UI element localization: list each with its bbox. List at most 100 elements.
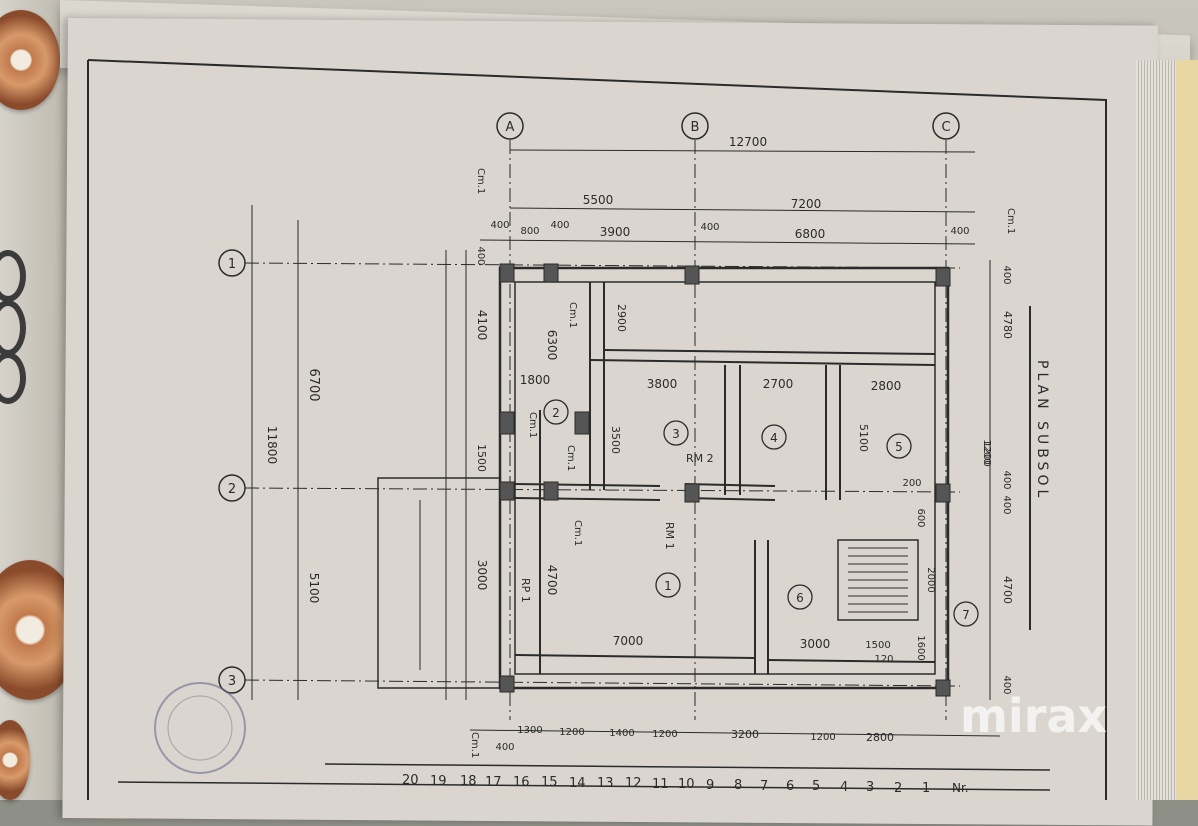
- dim-label: 2000: [925, 567, 936, 592]
- room-marker-3: [663, 420, 689, 446]
- interior-wall: [589, 359, 936, 366]
- dim-label: 800: [520, 226, 539, 237]
- table-border: [117, 781, 1051, 791]
- dim-label: 4700: [545, 565, 559, 596]
- pillar: [935, 483, 951, 503]
- dim-label: 3900: [600, 225, 631, 239]
- table-cell: 13: [597, 776, 614, 791]
- interior-wall: [514, 483, 661, 487]
- interior-wall: [514, 654, 756, 659]
- room-number: 5: [895, 440, 903, 454]
- axis-line-3: [244, 679, 961, 687]
- section-mark: Cm.1: [567, 302, 578, 328]
- decorative-ring: [0, 250, 26, 302]
- axis-marker-2: [218, 474, 246, 502]
- interior-wall: [684, 483, 776, 487]
- table-cell: 12: [625, 776, 642, 791]
- section-mark: Cm.1: [572, 520, 583, 546]
- table-cell: 20: [402, 773, 419, 788]
- table-header: Nr.: [952, 781, 969, 795]
- room-marker-4: [761, 424, 787, 450]
- axis-label-c: C: [941, 120, 950, 135]
- dim-label: 1600: [915, 635, 926, 660]
- dim-label: 400: [950, 226, 969, 237]
- table-cell: 1: [922, 781, 930, 796]
- axis-line-2: [244, 487, 961, 493]
- axis-marker-c: [932, 112, 960, 140]
- dim-label: 2700: [763, 377, 794, 391]
- axis-label-1: 1: [228, 257, 236, 272]
- table-cell: 16: [513, 775, 530, 790]
- room-number: 3: [672, 427, 680, 441]
- axis-label-3: 3: [228, 674, 236, 689]
- room-number: 6: [796, 591, 804, 605]
- label-rp1: RP 1: [519, 578, 532, 603]
- dim-label: 400: [1001, 495, 1012, 514]
- dim-label: 2900: [615, 304, 628, 332]
- pillar: [684, 265, 700, 285]
- section-mark: Cm.1: [527, 412, 538, 438]
- dim-label: 6700: [306, 368, 321, 401]
- decorative-ornament: [0, 10, 60, 110]
- dim-label: 5500: [583, 193, 614, 207]
- section-mark: Cm.1: [1005, 208, 1016, 234]
- dim-label: 400: [550, 220, 569, 231]
- stamp-seal-inner: [167, 695, 233, 761]
- interior-wall: [767, 659, 936, 663]
- page-edges: [1136, 60, 1176, 800]
- dim-label: 400: [700, 222, 719, 233]
- dim-label: 400: [495, 742, 514, 753]
- watermark: mirax: [960, 689, 1107, 743]
- dim-label: 3500: [609, 426, 622, 454]
- table-cell: 4: [840, 780, 848, 795]
- pillar: [499, 411, 515, 435]
- dim-label: 12700: [729, 135, 767, 149]
- dim-label: 1200: [981, 441, 992, 466]
- dim-label: 3200: [731, 728, 759, 741]
- dim-label: 2800: [871, 379, 902, 393]
- table-cell: 17: [485, 775, 502, 790]
- pillar: [935, 267, 951, 287]
- interior-wall: [514, 497, 661, 501]
- dim-label: 1500: [865, 640, 890, 651]
- table-cell: 18: [460, 774, 477, 789]
- room-marker-5: [886, 433, 912, 459]
- room-marker-2: [543, 399, 569, 425]
- dim-label: 2800: [866, 731, 894, 744]
- dim-label: 400: [490, 220, 509, 231]
- table-cell: 15: [541, 775, 558, 790]
- dim-label: 7200: [791, 197, 822, 211]
- room-number: 4: [770, 431, 778, 445]
- table-cell: 19: [430, 774, 447, 789]
- pillar: [543, 263, 559, 283]
- floor-plan-drawing: A B C 1 2 3 12700 5500 7200 400 800 400 …: [87, 59, 1107, 800]
- dim-label: 1200: [981, 439, 992, 464]
- pillar: [499, 675, 515, 693]
- table-cell: 6: [786, 779, 794, 794]
- dim-label: 1200: [559, 727, 584, 738]
- staircase: [837, 539, 919, 621]
- table-cell: 8: [734, 778, 742, 793]
- dim-label: 1500: [475, 444, 488, 472]
- table-cell: 7: [760, 779, 768, 794]
- room-marker-7: [953, 601, 979, 627]
- label-rm2: RM 2: [686, 452, 714, 465]
- interior-wall: [603, 349, 936, 355]
- dim-label: 11800: [265, 426, 279, 464]
- table-cell: 10: [678, 777, 695, 792]
- room-number: 2: [552, 406, 560, 420]
- dim-label: 4780: [1001, 311, 1014, 339]
- interior-wall: [684, 497, 776, 501]
- dim-label: 1300: [517, 725, 542, 736]
- dim-label: 200: [902, 478, 921, 489]
- decorative-ring: [0, 352, 26, 404]
- axis-label-b: B: [691, 120, 700, 135]
- dim-label: 1800: [520, 373, 551, 387]
- table-cell: 2: [894, 781, 902, 796]
- axis-marker-a: [496, 112, 524, 140]
- table-cell: 14: [569, 776, 586, 791]
- dim-label: 7000: [613, 634, 644, 648]
- table-cell: 11: [652, 777, 669, 792]
- dim-label: 1200: [652, 729, 677, 740]
- section-mark: Cm.1: [469, 732, 480, 758]
